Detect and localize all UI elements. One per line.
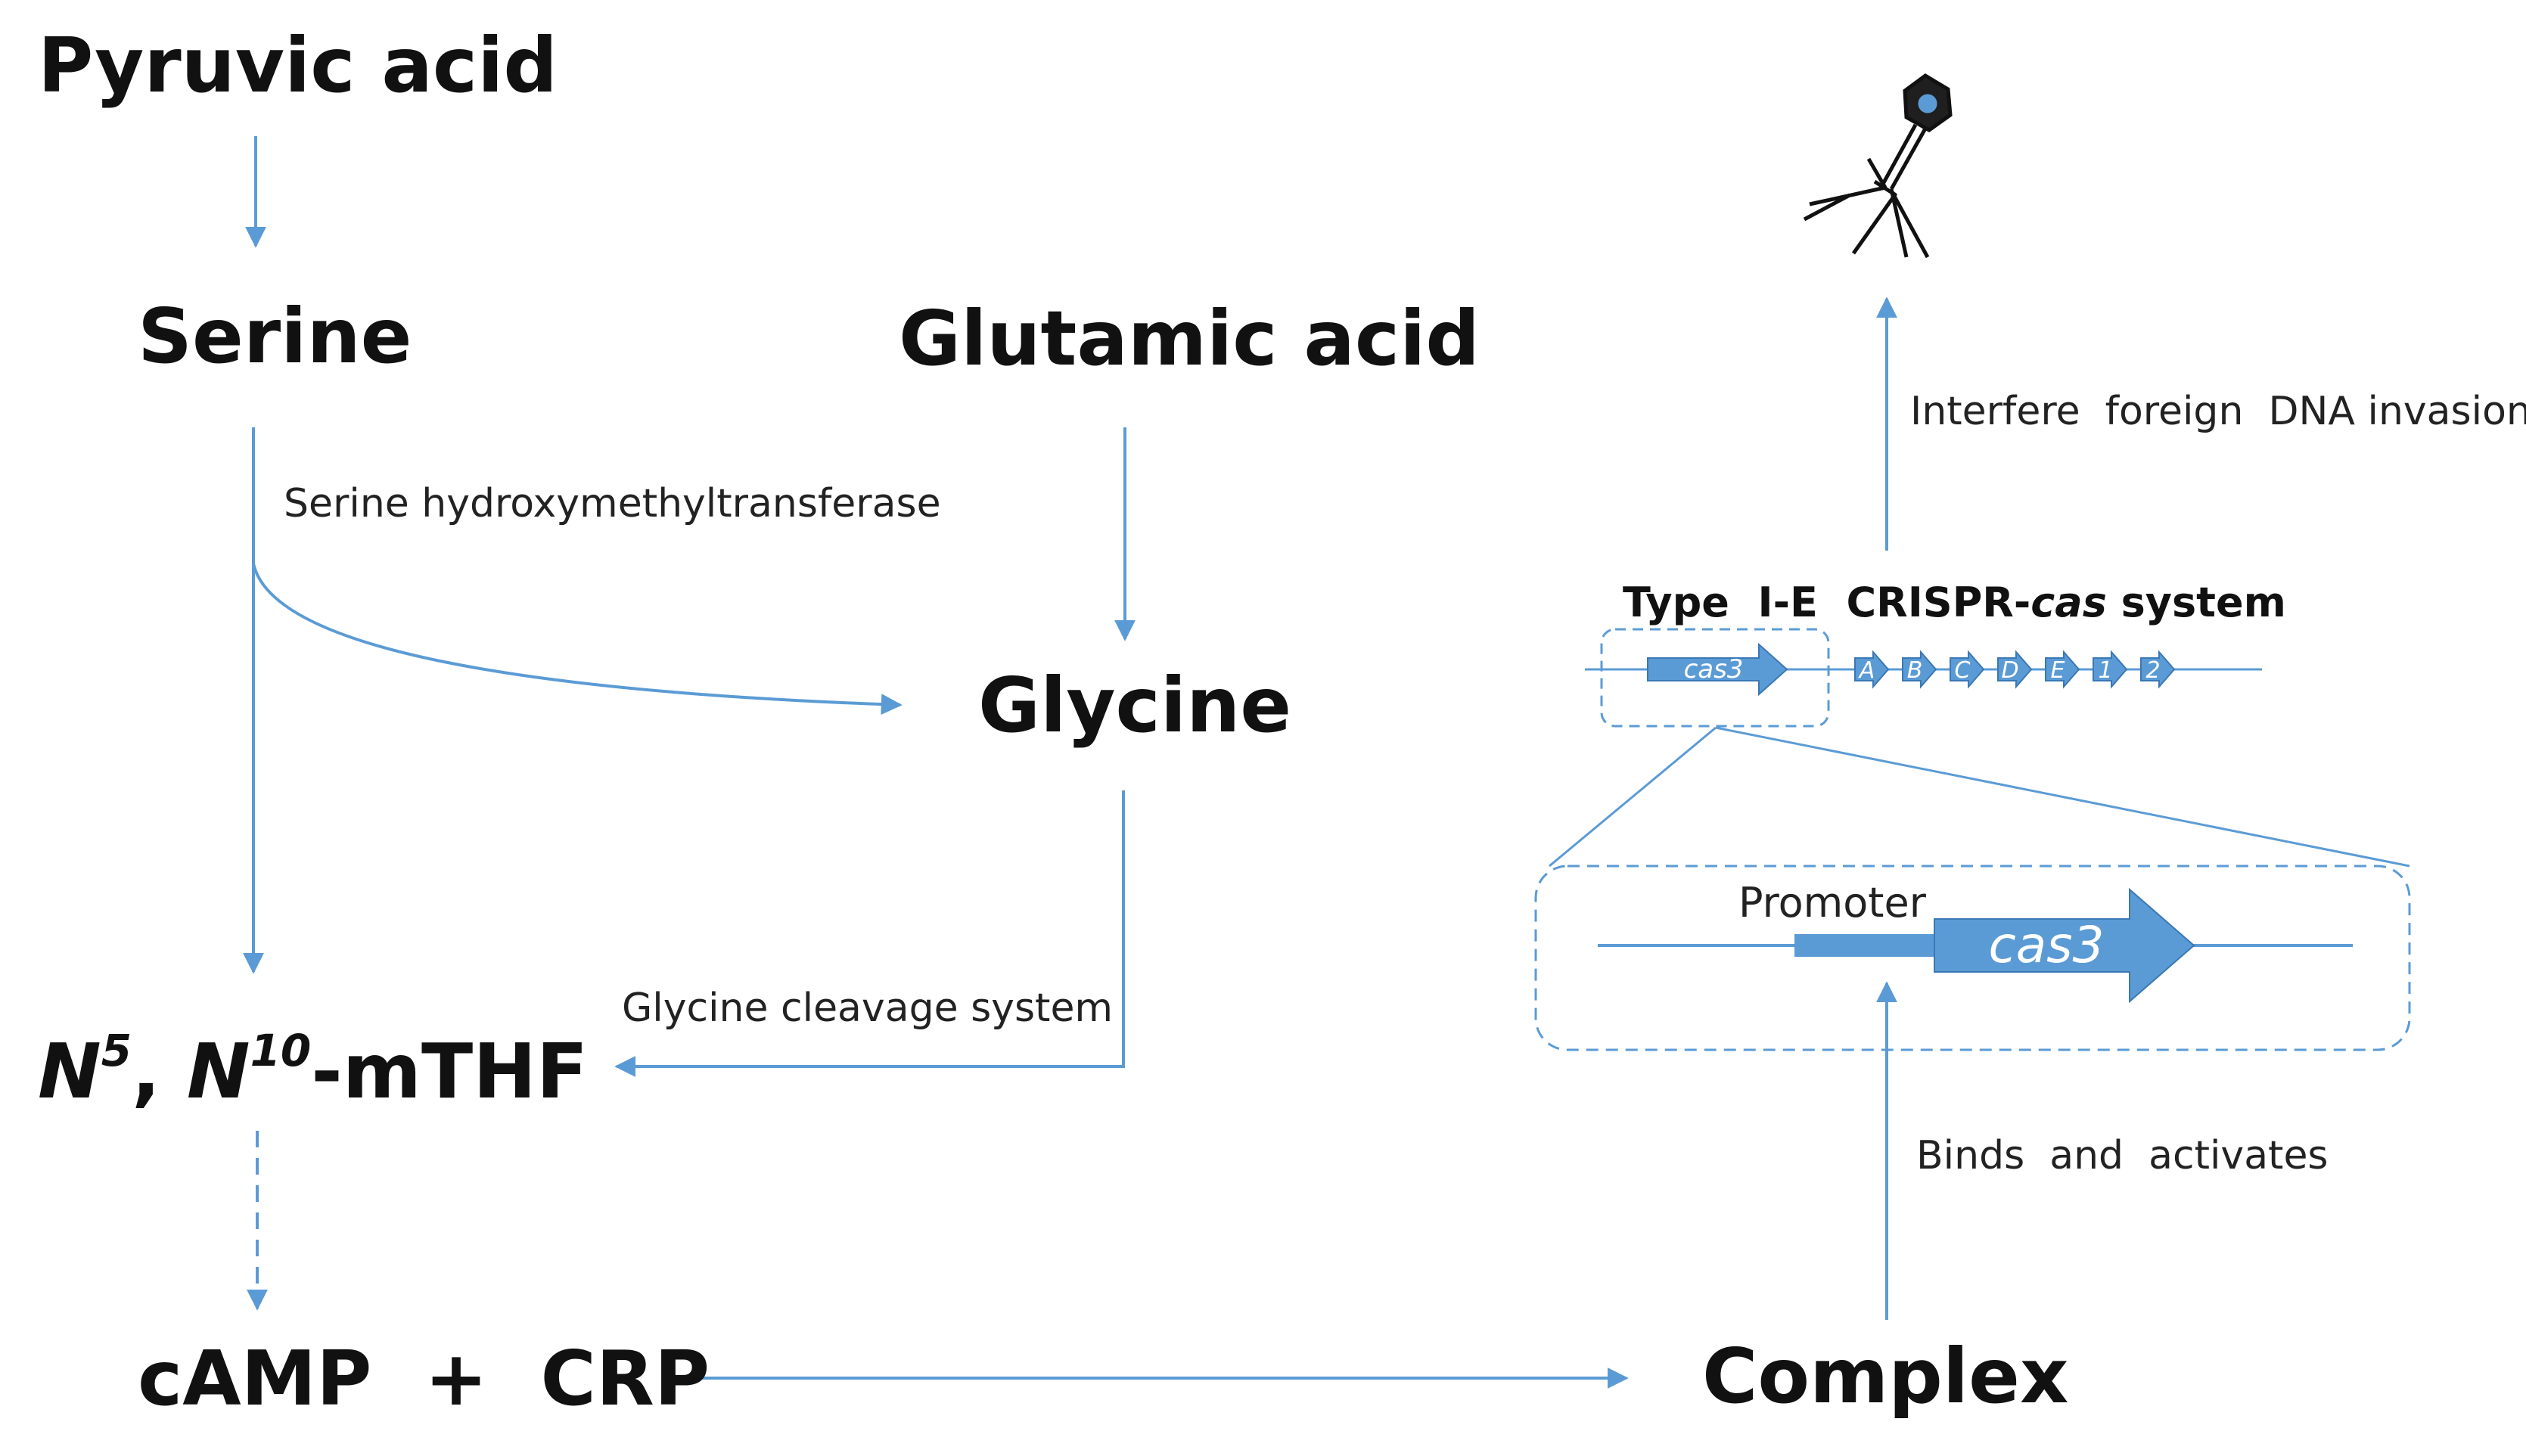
- crispr-title-italic: cas: [2030, 579, 2107, 626]
- node-complex: Complex: [1702, 1332, 2069, 1420]
- label-interfere: Interfere foreign DNA invasion: [1910, 389, 2526, 434]
- operon-gene-d: D: [1997, 650, 2033, 689]
- node-glutamic-acid: Glutamic acid: [899, 294, 1480, 383]
- label-binds-and-activates: Binds and activates: [1916, 1133, 2329, 1178]
- operon-gene-e-label: E: [2051, 657, 2065, 684]
- operon-gene-cas3: cas3: [1647, 642, 1788, 697]
- zoom-box: [1534, 865, 2411, 1051]
- operon-gene-e: E: [2045, 650, 2080, 689]
- label-glycine-cleavage-system: Glycine cleavage system: [622, 986, 1114, 1031]
- mthf-rest: -mTHF: [311, 1027, 589, 1116]
- operon-gene-d-label: D: [2001, 657, 2018, 684]
- operon-gene-1-label: 1: [2098, 657, 2112, 684]
- node-serine: Serine: [138, 292, 412, 380]
- operon-gene-cas3-label: cas3: [1684, 654, 1744, 685]
- label-promoter: Promoter: [1738, 879, 1926, 927]
- node-pyruvic-acid: Pyruvic acid: [38, 21, 558, 110]
- node-mthf: N5, N10-mTHF: [38, 1029, 588, 1110]
- node-glycine: Glycine: [978, 661, 1292, 750]
- label-serine-hydroxymethyltransferase: Serine hydroxymethyltransferase: [284, 481, 941, 526]
- zoom-line-right: [1715, 726, 2410, 868]
- node-camp-crp: cAMP + CRP: [138, 1334, 710, 1423]
- zoom-gene-cas3-label: cas3: [1988, 916, 2104, 974]
- arrow-serine-to-glycine: [252, 563, 903, 716]
- operon-gene-a-label: A: [1858, 657, 1875, 684]
- crispr-system-title: Type I-E CRISPR-cas system: [1623, 582, 2286, 623]
- zoom-line-left: [1549, 726, 1717, 868]
- mthf-n10: N: [186, 1027, 250, 1116]
- mthf-sup10: 10: [250, 1025, 312, 1076]
- operon-gene-2-label: 2: [2145, 657, 2160, 684]
- mthf-n5: N: [38, 1027, 101, 1116]
- bacteriophage-icon: [1803, 73, 1953, 259]
- promoter-region: [1794, 934, 1934, 957]
- mthf-sep: ,: [132, 1027, 187, 1116]
- mthf-sup5: 5: [101, 1025, 132, 1076]
- operon-gene-b: B: [1902, 650, 1937, 689]
- arrow-glycine-to-mthf: [614, 790, 1125, 1077]
- crispr-title-prefix: Type I-E CRISPR-: [1623, 579, 2031, 626]
- operon-gene-b-label: B: [1907, 657, 1923, 684]
- operon-gene-c-label: C: [1955, 657, 1971, 684]
- operon-gene-c: C: [1950, 650, 1985, 689]
- zoom-gene-cas3: [1934, 887, 2195, 1004]
- operon-gene-2: 2: [2140, 650, 2176, 689]
- operon-small-genes: A B C D E 1 2: [1854, 650, 2176, 689]
- operon-gene-a: A: [1854, 650, 1890, 689]
- operon-gene-1: 1: [2093, 650, 2128, 689]
- crispr-title-suffix: system: [2106, 579, 2286, 626]
